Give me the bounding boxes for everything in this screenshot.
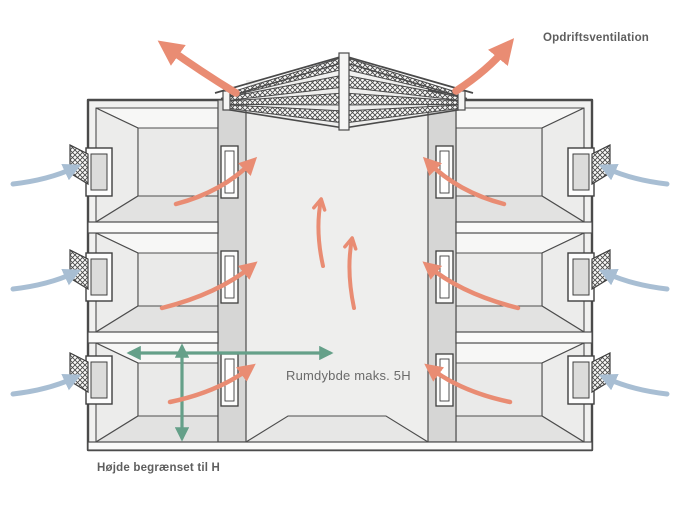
- room-depth-label: Rumdybde maks. 5H: [286, 368, 411, 383]
- dimension-arrows: [126, 343, 334, 442]
- room: [455, 107, 585, 223]
- floor-slabs: [87, 221, 593, 451]
- facade-windows-left: [69, 144, 113, 405]
- floor-slab: [87, 331, 219, 344]
- cool-air-arrows: [10, 163, 670, 397]
- warm-air-arrow: [173, 156, 258, 207]
- room: [455, 232, 585, 333]
- transfer-opening: [220, 145, 239, 199]
- open-window-icon: [69, 352, 113, 405]
- warm-air-arrow: [422, 261, 521, 311]
- exhaust-arrow-left: [157, 40, 240, 97]
- open-window-icon: [69, 144, 113, 197]
- ventilation-type-label: Opdriftsventilation: [543, 32, 649, 44]
- floor-slab: [455, 221, 593, 234]
- warm-air-transfer-arrows: [159, 156, 521, 405]
- facade-windows-right: [567, 144, 611, 405]
- floor-slab: [455, 331, 593, 344]
- cool-air-arrow: [598, 373, 670, 397]
- roof-louvre-monitor: [214, 52, 474, 131]
- warm-air-rising-arrows: [312, 197, 358, 310]
- rising-air-arrow: [343, 236, 358, 310]
- warm-air-arrow: [159, 261, 258, 311]
- open-window-icon: [567, 144, 611, 197]
- room-height-label: Højde begrænset til H: [97, 462, 220, 474]
- atrium-interior: [246, 80, 428, 442]
- open-window-icon: [69, 249, 113, 302]
- eave-post-right: [457, 90, 466, 111]
- open-window-icon: [567, 249, 611, 302]
- room: [95, 107, 219, 223]
- cool-air-arrow: [598, 268, 670, 292]
- cool-air-arrow: [598, 163, 670, 187]
- warm-air-arrow: [422, 156, 507, 207]
- cool-air-arrow: [10, 373, 82, 397]
- roof-exhaust-arrows: [157, 38, 515, 97]
- warm-air-arrow: [424, 363, 513, 405]
- cool-air-arrow: [10, 163, 82, 187]
- exhaust-arrow-right: [452, 38, 515, 95]
- rising-air-arrow: [312, 197, 327, 268]
- room: [95, 232, 219, 333]
- ridge-post: [338, 52, 350, 131]
- cool-air-arrow: [10, 268, 82, 292]
- floor-slab: [87, 221, 219, 234]
- warm-air-arrow: [167, 363, 256, 405]
- room: [455, 342, 585, 443]
- base-slab: [87, 441, 593, 451]
- eave-post-left: [222, 90, 231, 111]
